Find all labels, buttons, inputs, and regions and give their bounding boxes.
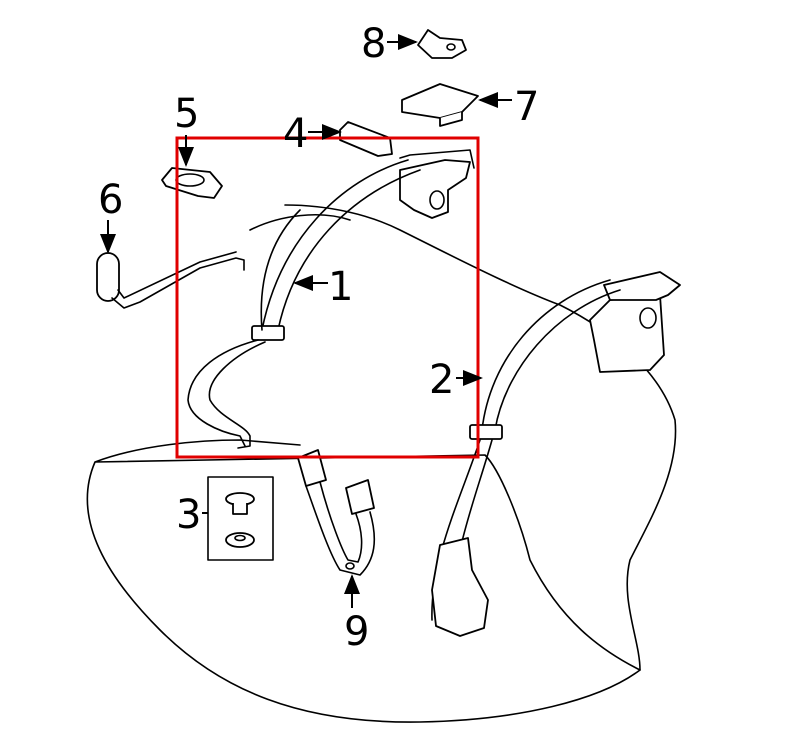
part-5-plate	[161, 167, 223, 199]
seat-cushion	[86, 439, 641, 723]
callout-6: 6	[98, 177, 123, 223]
part-6-guide-rod	[96, 251, 245, 309]
callout-1: 1	[328, 264, 353, 310]
part-2-seat-belt	[431, 271, 681, 637]
callout-3: 3	[176, 492, 201, 538]
callout-8: 8	[361, 21, 386, 67]
part-3-button-washer	[207, 476, 274, 561]
part-7-retractor-cover	[401, 83, 479, 127]
callout-7: 7	[514, 84, 539, 130]
callout-2: 2	[429, 357, 454, 403]
part-9-center-buckle	[297, 449, 376, 576]
part-8-bracket	[417, 29, 467, 59]
part-1-seat-belt	[187, 149, 475, 449]
callout-9: 9	[344, 609, 369, 655]
callout-4: 4	[283, 111, 308, 157]
callout-5: 5	[174, 91, 199, 137]
